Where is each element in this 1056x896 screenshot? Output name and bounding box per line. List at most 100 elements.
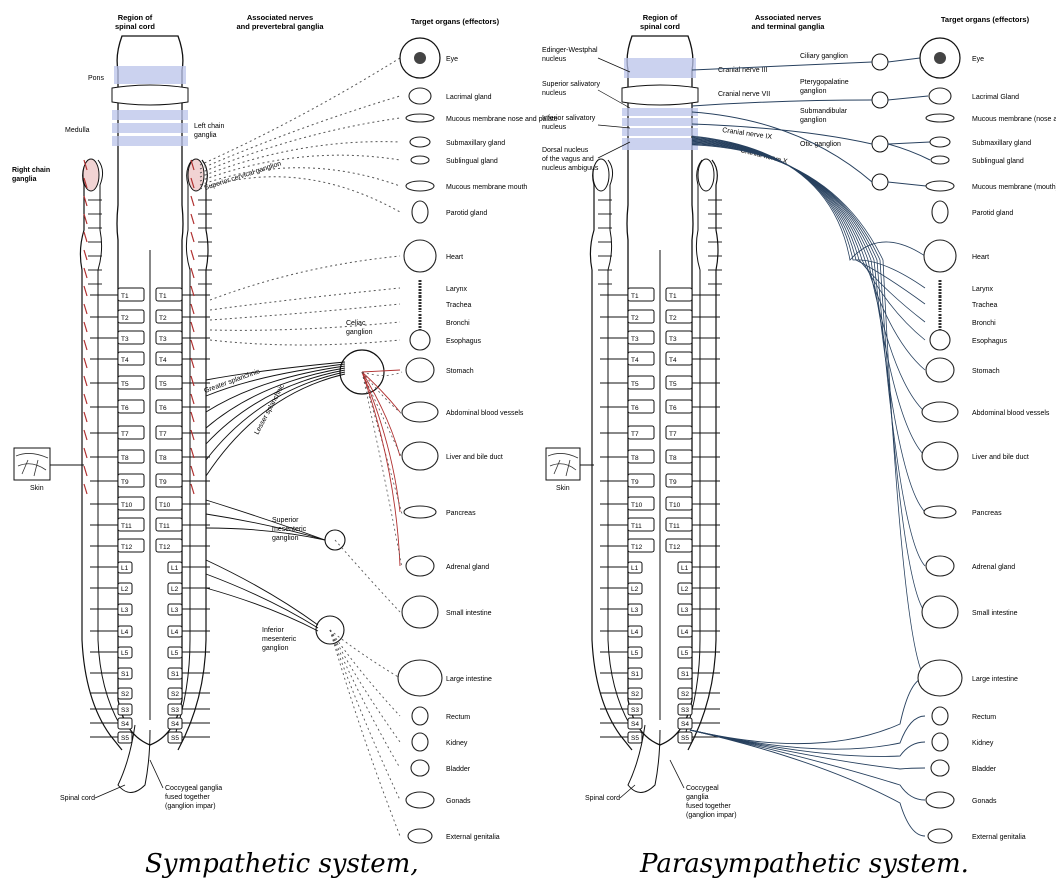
organ-icon — [412, 733, 428, 751]
organ-icon — [408, 829, 432, 843]
para-dorsal-vagus-2: of the vagus and — [542, 156, 594, 163]
para-nerve-fibers — [690, 58, 930, 836]
sym-header-nerves-2: and prevertebral ganglia — [236, 22, 324, 31]
sym-header-nerves-1: Associated nerves — [247, 13, 313, 22]
para-header-nerves-1: Associated nerves — [755, 13, 821, 22]
organ-label: Gonads — [446, 798, 471, 805]
organ-label: Eye — [972, 56, 984, 63]
segment-label: T8 — [631, 455, 639, 462]
organ-label: Heart — [446, 254, 463, 261]
organ-label: Submaxillary gland — [446, 140, 505, 147]
segment-label: L3 — [121, 607, 129, 614]
segment-label: T2 — [631, 315, 639, 322]
para-skin-icon — [546, 448, 594, 480]
segment-label: T3 — [159, 336, 167, 343]
organ-label: Eye — [446, 56, 458, 63]
organ-icon — [410, 137, 430, 147]
sym-header-targets: Target organs (effectors) — [411, 17, 500, 26]
para-cn9-label: Cranial nerve IX — [722, 127, 773, 141]
segment-label: S5 — [121, 735, 129, 742]
organ-icon — [406, 556, 434, 576]
segment-label: L2 — [121, 586, 129, 593]
organ-icon — [924, 240, 956, 272]
organ-icon — [404, 506, 436, 518]
segment-label: T11 — [669, 523, 680, 530]
para-spinal-cord-label: Spinal cord — [585, 795, 620, 802]
segment-label: T1 — [159, 293, 167, 300]
segment-label: L5 — [121, 650, 129, 657]
para-header-region-2: spinal cord — [640, 22, 680, 31]
para-caption: Parasympathetic system. — [639, 849, 969, 879]
organ-label: Bladder — [446, 766, 471, 773]
organ-label: Rectum — [446, 714, 470, 721]
segment-label: T11 — [121, 523, 132, 530]
organ-label: Larynx — [972, 286, 994, 293]
organ-icon — [922, 442, 958, 470]
organ-label: Esophagus — [446, 338, 482, 345]
organ-label: Sublingual gland — [972, 158, 1024, 165]
organ-icon — [402, 596, 438, 628]
organ-label: Trachea — [446, 302, 472, 309]
segment-label: S3 — [171, 707, 179, 714]
segment-label: T4 — [669, 357, 677, 364]
para-pterygo-2: ganglion — [800, 88, 827, 95]
organ-label: Bronchi — [446, 320, 470, 327]
segment-label: T10 — [669, 502, 681, 509]
organ-label: Kidney — [446, 740, 468, 747]
organ-label: Heart — [972, 254, 989, 261]
segment-label: T9 — [631, 479, 639, 486]
para-header-targets: Target organs (effectors) — [941, 15, 1030, 24]
para-header-region-1: Region of — [643, 13, 678, 22]
segment-label: L1 — [631, 565, 639, 572]
para-ciliary-ganglion — [872, 54, 888, 70]
segment-label: T10 — [121, 502, 133, 509]
para-coccygeal-1: Coccygeal — [686, 785, 719, 792]
segment-label: T4 — [159, 357, 167, 364]
organ-label: Sublingual gland — [446, 158, 498, 165]
segment-label: L4 — [171, 629, 179, 636]
organ-icon — [404, 240, 436, 272]
sym-header-region-1: Region of — [118, 13, 153, 22]
organ-label: Small intestine — [446, 610, 492, 617]
segment-label: L3 — [171, 607, 179, 614]
segment-label: S2 — [631, 691, 639, 698]
organ-icon — [406, 114, 434, 122]
segment-label: L4 — [121, 629, 129, 636]
para-coccygeal-2: ganglia — [686, 794, 709, 801]
segment-label: T3 — [669, 336, 677, 343]
organ-icon — [924, 506, 956, 518]
organ-label: Liver and bile duct — [972, 454, 1029, 461]
organ-icon — [930, 137, 950, 147]
segment-label: L2 — [631, 586, 639, 593]
para-sup-salivatory-1: Superior salivatory — [542, 81, 600, 88]
segment-label: S1 — [631, 671, 639, 678]
sym-pons-label: Pons — [88, 75, 104, 82]
organ-icon — [406, 181, 434, 191]
organ-icon — [926, 114, 954, 122]
segment-label: S2 — [171, 691, 179, 698]
segment-label: S4 — [121, 721, 129, 728]
segment-label: L1 — [121, 565, 129, 572]
sym-inf-mesenteric-3: ganglion — [262, 645, 289, 652]
organ-icon — [922, 596, 958, 628]
segment-label: S4 — [681, 721, 689, 728]
segment-label: L1 — [681, 565, 689, 572]
sym-celiac-label-2: ganglion — [346, 329, 373, 336]
organ-icon — [412, 201, 428, 223]
segment-label: T6 — [631, 405, 639, 412]
organ-icon — [410, 330, 430, 350]
para-inf-salivatory-2: nucleus — [542, 124, 567, 131]
segment-label: L5 — [171, 650, 179, 657]
segment-label: T9 — [159, 479, 167, 486]
para-otic-ganglion — [872, 136, 888, 152]
segment-label: T4 — [121, 357, 129, 364]
segment-label: T5 — [121, 381, 129, 388]
segment-label: S3 — [121, 707, 129, 714]
organ-icon — [918, 660, 962, 696]
segment-label: T2 — [669, 315, 677, 322]
segment-label: T7 — [631, 431, 639, 438]
organ-label: Bronchi — [972, 320, 996, 327]
para-edinger-1: Edinger-Westphal — [542, 47, 598, 54]
organ-label: Trachea — [972, 302, 998, 309]
